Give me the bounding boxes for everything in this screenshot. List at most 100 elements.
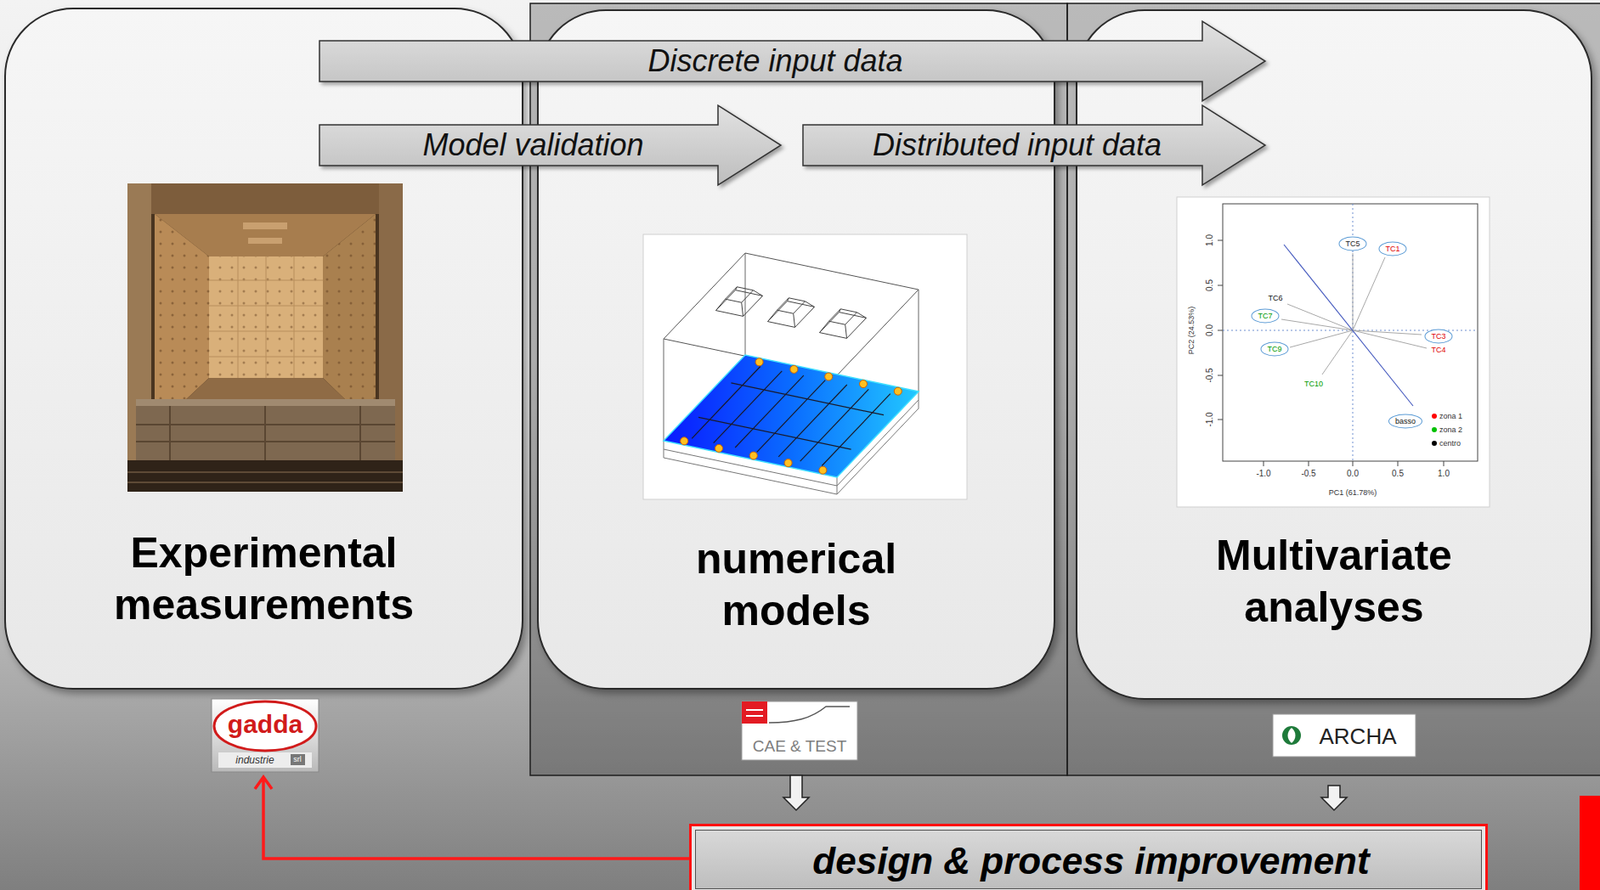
box-title: design & process improvement — [812, 839, 1369, 884]
chimney — [768, 298, 815, 328]
burner — [790, 365, 798, 374]
logo-stroke — [746, 710, 764, 717]
zero-axis — [1222, 203, 1478, 462]
arrow-label: Distributed input data — [872, 128, 1162, 163]
burner — [819, 466, 827, 475]
loading-vectors — [1281, 253, 1427, 375]
tick-label: 1.0 — [1436, 469, 1451, 480]
figure-ground — [1176, 197, 1490, 508]
section-panel: Multivariate analyses — [1076, 10, 1592, 700]
legend-text: zona 2 — [1439, 425, 1463, 436]
logo-text: gadda — [227, 710, 303, 740]
variable-label: TC9 — [1260, 342, 1289, 357]
tick-label: 0.0 — [1345, 469, 1360, 480]
panel-outline — [1076, 10, 1592, 700]
burner — [715, 444, 724, 453]
tick-label: -1.0 — [1255, 469, 1272, 480]
group-region — [530, 3, 1068, 776]
chimney — [819, 309, 867, 340]
burners — [680, 358, 903, 475]
rail-lines — [127, 472, 403, 483]
wall-studs — [154, 214, 210, 430]
gadda-logo — [211, 699, 319, 773]
pipes — [691, 367, 891, 467]
tick-label: -1.0 — [1204, 411, 1216, 428]
tick-label: 0.0 — [1204, 323, 1216, 338]
variable-label: TC3 — [1424, 329, 1453, 345]
logo-text: industrie — [235, 754, 274, 767]
panel-title: Experimental measurements — [81, 527, 447, 632]
cae-logo — [741, 701, 858, 761]
panel-outline — [537, 10, 1055, 690]
tick-label: 0.5 — [1204, 278, 1216, 293]
panel-layer — [5, 8, 1592, 700]
furnace-back-wall — [209, 256, 323, 379]
outcome-box: design & process improvement — [689, 824, 1488, 890]
variable-label: TC7 — [1250, 309, 1279, 324]
photo-ground — [127, 183, 403, 492]
legend-text: zona 1 — [1439, 412, 1463, 422]
logo-tag — [290, 754, 306, 766]
panel-title: Multivariate analyses — [1151, 530, 1517, 634]
variable-label: TC10 — [1303, 379, 1324, 390]
burner — [749, 452, 758, 460]
down-arrow — [1321, 785, 1347, 811]
figure-ground — [643, 234, 967, 500]
section-panel: numerical models — [537, 10, 1055, 690]
furnace-car — [135, 399, 396, 461]
flow-arrow — [319, 21, 1266, 102]
tick-label: -0.5 — [1204, 367, 1216, 384]
burner — [784, 459, 792, 468]
logo-ground — [741, 701, 858, 761]
tick-label: -0.5 — [1300, 469, 1317, 480]
wall-studs — [209, 256, 323, 379]
wall-joints — [209, 256, 323, 379]
section-panel: Experimental measurements — [5, 8, 523, 690]
furnace-rails — [127, 460, 403, 492]
burner — [755, 358, 764, 367]
logo-ground — [211, 699, 319, 773]
hearth-plate — [663, 355, 919, 478]
axis-title: PC1 (61.78%) — [1328, 488, 1379, 498]
tick-marks — [1217, 240, 1444, 467]
ceiling-detail — [243, 222, 288, 230]
logo-square — [741, 701, 768, 724]
furnace-car-edge — [135, 399, 396, 407]
logo-ellipse — [214, 701, 317, 752]
panel-title: numerical models — [660, 533, 933, 638]
legend-swatch — [1431, 413, 1437, 419]
plot-frame — [1222, 203, 1478, 462]
furnace-lintel — [151, 183, 379, 215]
burner — [680, 437, 689, 446]
red-bar — [1579, 796, 1600, 890]
group-region — [1067, 3, 1600, 776]
legend-swatch — [1431, 427, 1437, 433]
burner — [825, 373, 833, 381]
wire-edge — [663, 253, 919, 478]
logo-ground — [1272, 714, 1416, 758]
variable-label: TC6 — [1266, 293, 1284, 304]
logo-swoosh — [768, 706, 850, 724]
down-arrow — [783, 775, 809, 811]
chimney — [716, 287, 764, 317]
logo-leaf-disc — [1282, 726, 1301, 746]
axis-title: PC2 (24.53%) — [1187, 305, 1197, 357]
numerical-model-figure — [643, 234, 967, 500]
flow-arrow — [319, 105, 781, 186]
logo-band — [218, 752, 312, 769]
feedback-arrow — [254, 777, 690, 860]
furnace-car-lines — [135, 406, 396, 461]
variable-label: basso — [1388, 414, 1423, 430]
logo-text: ARCHA — [1318, 723, 1397, 750]
logo-text: srl — [293, 755, 302, 765]
variable-label: TC1 — [1378, 242, 1407, 257]
flow-arrow — [802, 105, 1266, 186]
arrow-label: Model validation — [422, 128, 644, 163]
legend-swatch — [1431, 440, 1437, 447]
tick-label: 0.5 — [1390, 469, 1405, 480]
legend-text: centro — [1439, 439, 1461, 449]
tick-label: 1.0 — [1204, 233, 1216, 248]
furnace-photo — [127, 183, 403, 492]
arrow-label: Discrete input data — [647, 44, 903, 79]
projection-line — [1283, 244, 1414, 407]
